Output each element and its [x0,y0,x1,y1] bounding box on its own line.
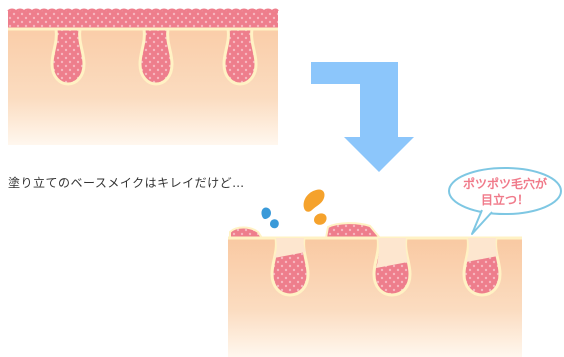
orange-drop-icon [303,189,325,212]
blue-drop-icon [270,219,279,229]
makeup-top-edge [7,8,279,13]
blue-drop-icon [261,207,271,220]
pore-gap [274,238,306,258]
bubble-line-1: ポツポツ毛穴が [462,177,547,191]
orange-drop-icon [314,213,327,225]
skin-panel-after [228,222,522,357]
makeup-flake [324,222,383,239]
makeup-layer-before [8,10,278,29]
pore-filled [222,27,258,86]
speech-bubble-text: ポツポツ毛穴が 目立つ！ [447,176,563,208]
pore-filled [138,27,174,86]
pore-gap [376,238,408,268]
caption-text: 塗り立てのベースメイクはキレイだけど… [8,176,245,190]
skin-panel-before [7,8,279,145]
bubble-line-2: 目立つ！ [480,193,529,207]
splash-drops [261,189,327,229]
pore-filled [50,27,86,86]
pore-gap [466,238,498,262]
down-arrow-icon [311,62,414,172]
makeup-flake [229,226,264,239]
speech-bubble [448,167,562,235]
